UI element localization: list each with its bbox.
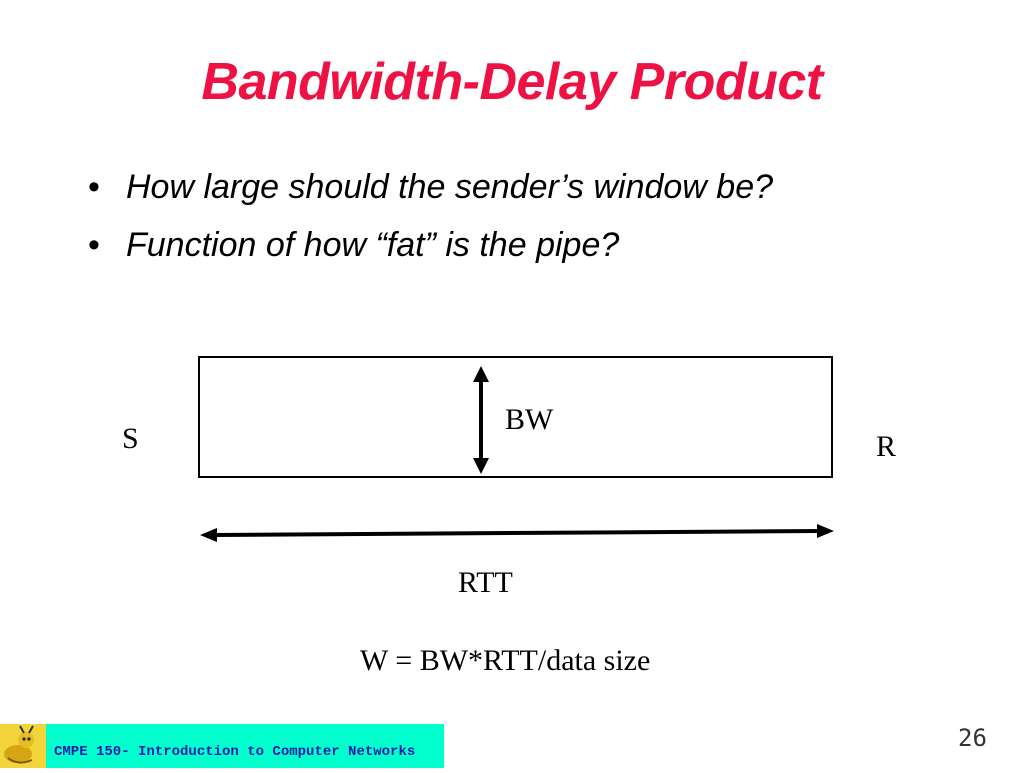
pipe-rectangle [198,356,833,478]
rtt-label: RTT [458,566,513,599]
bullet-text: Function of how “fat” is the pipe? [126,226,620,264]
bullet-item: • How large should the sender’s window b… [88,164,773,222]
rtt-arrow-right-head [817,524,834,538]
window-formula: W = BW*RTT/data size [360,644,651,677]
bandwidth-arrow-down-head [473,458,489,474]
rtt-arrow-shaft [213,529,821,537]
bullet-dot: • [88,168,100,206]
bullet-list: • How large should the sender’s window b… [88,164,773,280]
course-footer-text: CMPE 150- Introduction to Computer Netwo… [54,744,416,760]
sender-label: S [122,422,139,455]
bullet-text: How large should the sender’s window be? [126,168,774,206]
page-number: 26 [958,724,987,752]
receiver-label: R [876,430,897,463]
bandwidth-label: BW [505,403,554,436]
rtt-arrow-left-head [200,528,217,542]
footer-band: CMPE 150- Introduction to Computer Netwo… [0,724,444,768]
slug-logo-icon [0,724,46,768]
slide-title: Bandwidth-Delay Product [201,53,823,111]
bullet-dot: • [88,226,100,264]
bandwidth-arrow-up-head [473,366,489,382]
bullet-item: • Function of how “fat” is the pipe? [88,222,773,280]
